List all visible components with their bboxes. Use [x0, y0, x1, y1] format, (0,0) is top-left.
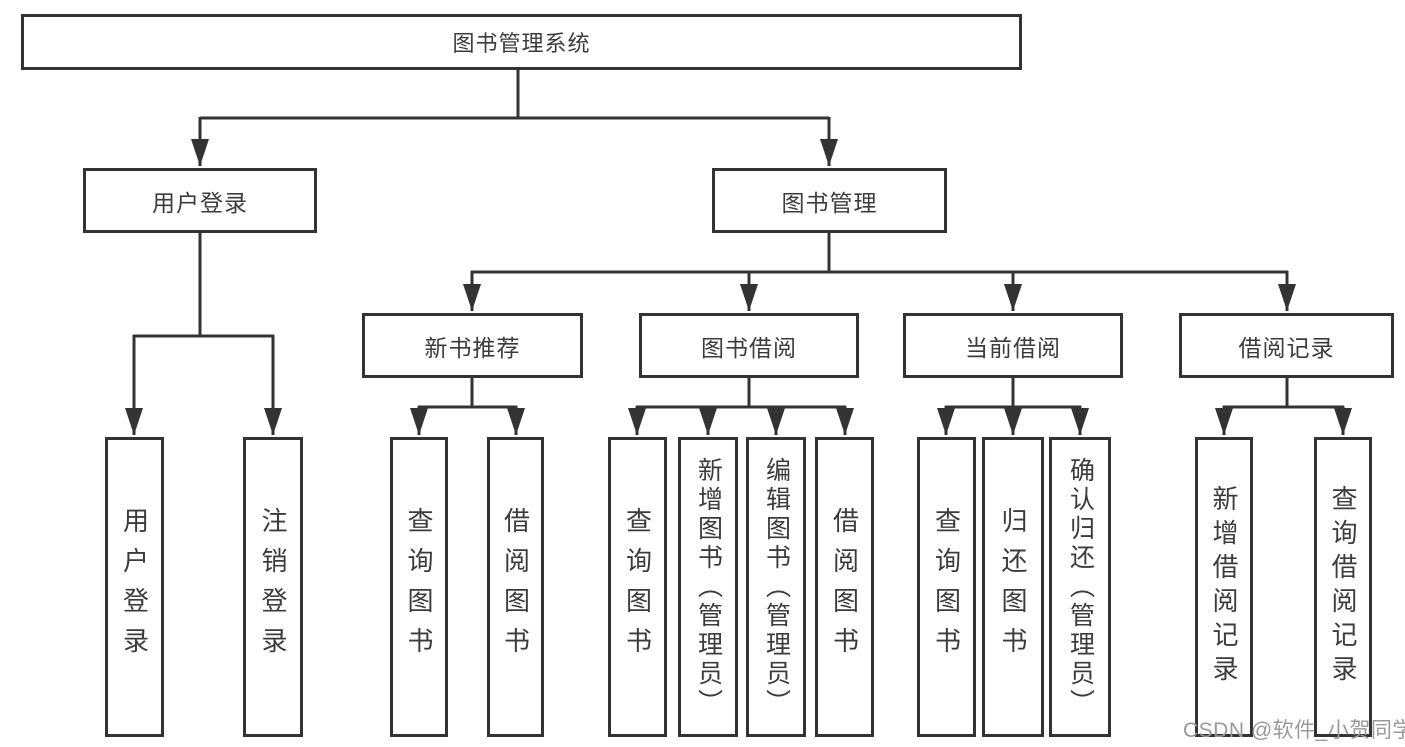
connector-book-borrow-children: [628, 378, 854, 435]
node-borrow-records: 借阅记录: [1179, 313, 1394, 378]
leaf-confirm-return-admin: 确认归还（管理员）: [1049, 437, 1111, 737]
leaf-add-borrow-record: 新增借阅记录: [1195, 437, 1253, 737]
leaf-query-borrow-record: 查询借阅记录: [1314, 437, 1372, 737]
connector-new-book-recommend-children: [410, 378, 525, 435]
connector-root-to-level2: [191, 70, 838, 166]
connector-current-borrow-children: [937, 378, 1089, 435]
leaf-return-books: 归还图书: [982, 437, 1044, 737]
connector-book-management-to-level3: [463, 233, 1296, 311]
leaf-query-books-borrow: 查询图书: [608, 437, 667, 737]
node-book-management: 图书管理: [712, 168, 947, 233]
node-book-borrow: 图书借阅: [639, 313, 859, 378]
node-library-system: 图书管理系统: [21, 14, 1022, 70]
node-current-borrow: 当前借阅: [903, 313, 1123, 378]
leaf-query-books-recommend: 查询图书: [390, 437, 448, 737]
leaf-user-login: 用户登录: [105, 437, 164, 737]
leaf-add-books-admin: 新增图书（管理员）: [678, 437, 738, 737]
node-user-login: 用户登录: [83, 168, 317, 233]
leaf-borrow-books: 借阅图书: [815, 437, 874, 737]
csdn-watermark: CSDN @软件_小贺同学: [1183, 719, 1405, 742]
leaf-edit-books-admin: 编辑图书（管理员）: [746, 437, 806, 737]
node-new-book-recommend: 新书推荐: [362, 313, 583, 378]
leaf-query-books-current: 查询图书: [917, 437, 976, 737]
leaf-logout: 注销登录: [243, 437, 303, 737]
connector-user-login-children: [125, 233, 282, 435]
connector-borrow-records-children: [1215, 378, 1352, 435]
leaf-borrow-books-recommend: 借阅图书: [487, 437, 544, 737]
